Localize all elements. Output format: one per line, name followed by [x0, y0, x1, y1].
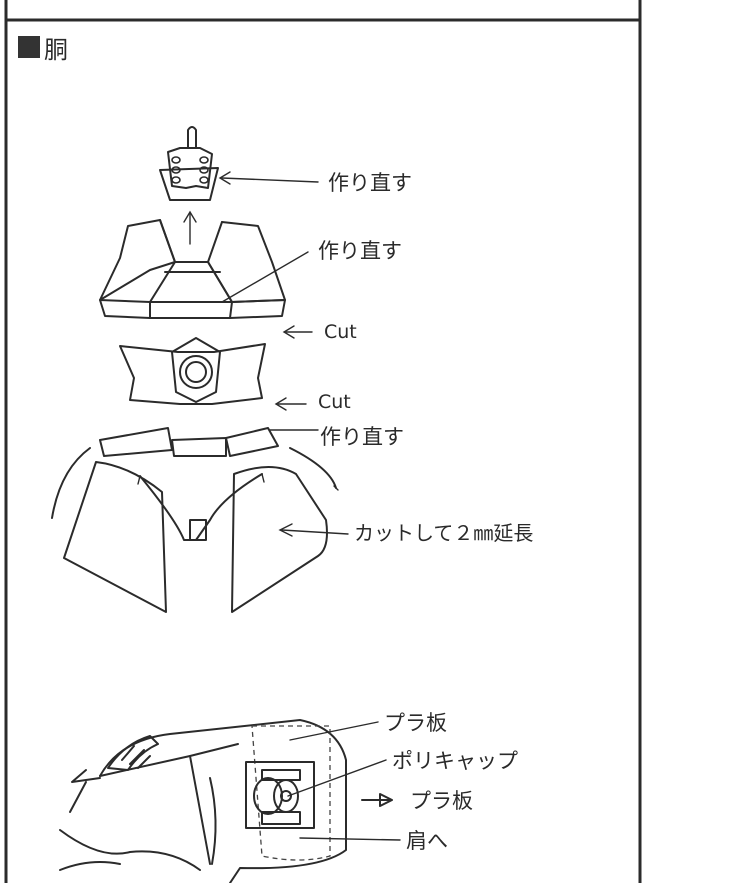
remake-label-1: 作り直す	[328, 171, 412, 195]
up-arrow	[183, 210, 197, 245]
remake-label-3: 作り直す	[320, 425, 404, 449]
cut-label-1: Cut	[324, 321, 357, 343]
frame	[4, 0, 642, 883]
shoulder-callouts: プラ板 ポリキャップ プラ板 肩へ	[287, 711, 518, 853]
section-heading: 胴	[18, 36, 68, 64]
remake-label-2: 作り直す	[318, 239, 402, 263]
poly-cap-label: ポリキャップ	[392, 749, 518, 773]
section-marker	[18, 36, 40, 58]
belly-piece	[119, 337, 266, 405]
section-title: 胴	[44, 36, 68, 64]
to-shoulder-label: 肩へ	[406, 829, 448, 853]
plastic-plate-label-1: プラ板	[384, 711, 447, 735]
cut-label-2: Cut	[318, 391, 351, 413]
upper-chest	[99, 219, 286, 319]
plastic-plate-label-2: プラ板	[410, 789, 473, 813]
shoulder-assembly	[59, 719, 347, 883]
waist-and-skirt	[51, 427, 339, 613]
torso-annotations: 作り直す 作り直す Cut Cut 作り直す カットして２㎜延長	[218, 171, 533, 545]
neck-piece	[159, 126, 219, 201]
extend-label: カットして２㎜延長	[354, 521, 533, 545]
